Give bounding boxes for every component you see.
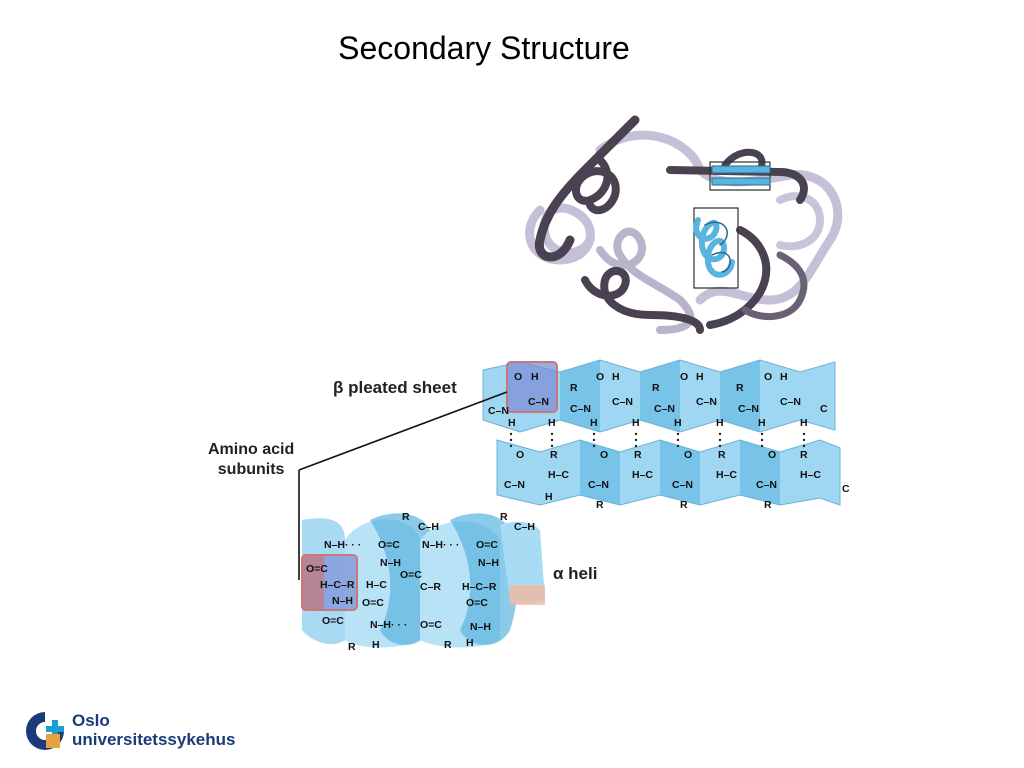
chem-atom: H xyxy=(758,417,766,429)
chem-group: C–N xyxy=(488,405,509,417)
chem-group: C–N xyxy=(738,403,759,415)
chem-group: O=C xyxy=(322,615,344,627)
slide-title: Secondary Structure xyxy=(338,30,630,66)
chem-group: C–N xyxy=(612,396,633,408)
chem-group: H–C–R xyxy=(462,581,497,593)
chem-atom: H xyxy=(674,417,682,429)
chem-atom: R xyxy=(550,449,558,461)
chem-group: N–H· · · xyxy=(422,539,459,551)
chem-atom: C xyxy=(820,403,828,415)
chem-atom: R xyxy=(634,449,642,461)
chem-atom: R xyxy=(680,499,688,511)
chem-atom: R xyxy=(570,382,578,394)
chem-atom: R xyxy=(596,499,604,511)
chem-group: N–H· · · xyxy=(324,539,361,551)
chem-group: O=C xyxy=(476,539,498,551)
chem-atom: H xyxy=(548,417,556,429)
chem-group: H–C xyxy=(800,469,821,481)
chem-atom: O xyxy=(680,371,688,383)
chem-atom: O xyxy=(768,449,776,461)
chem-group: N–H xyxy=(470,621,491,633)
chem-group: H–C xyxy=(366,579,387,591)
chem-atom: O xyxy=(764,371,772,383)
chem-atom: R xyxy=(500,511,508,523)
chem-atom: H xyxy=(590,417,598,429)
chem-atom: H xyxy=(696,371,704,383)
chem-group: C–H xyxy=(514,521,535,533)
chem-atom: H xyxy=(508,417,516,429)
chem-atom: O xyxy=(516,449,524,461)
chem-atom: H xyxy=(780,371,788,383)
chem-atom: H xyxy=(372,639,380,651)
chem-atom: R xyxy=(764,499,772,511)
alpha-helix-label: α heli xyxy=(553,564,598,583)
chem-atom: H xyxy=(466,637,474,649)
amino-acid-subunits-label: Amino acid subunits xyxy=(208,440,294,480)
alpha-helix: N–H· · · O=C N–H· · · O=C R C–H R C–H O=… xyxy=(301,511,545,653)
chem-group: O=C xyxy=(400,569,422,581)
chem-atom: R xyxy=(652,382,660,394)
chem-group: N–H xyxy=(332,595,353,607)
chem-group: O=C xyxy=(466,597,488,609)
protein-ribbon-model xyxy=(525,115,843,334)
logo-line2: universitetssykehus xyxy=(72,730,236,749)
beta-sheet-label: β pleated sheet xyxy=(333,378,457,397)
hydrogen-bonds xyxy=(509,432,806,448)
chem-atom: R xyxy=(736,382,744,394)
chem-group: C–N xyxy=(780,396,801,408)
chem-atom: H xyxy=(545,491,553,503)
logo-line1: Oslo xyxy=(72,711,110,730)
chem-atom: O xyxy=(600,449,608,461)
chem-group: H–C xyxy=(632,469,653,481)
chem-group: H–C–R xyxy=(320,579,355,591)
connector-lines xyxy=(298,391,508,580)
amino-label-line2: subunits xyxy=(217,461,285,478)
chem-atom: R xyxy=(402,511,410,523)
chem-group: N–H xyxy=(478,557,499,569)
amino-label-line1: Amino acid xyxy=(208,441,295,458)
chem-group: C–N xyxy=(654,403,675,415)
chem-group: N–H· · · xyxy=(370,619,407,631)
chem-group: C–N xyxy=(528,396,549,408)
chem-atom: O xyxy=(684,449,692,461)
chem-atom: H xyxy=(716,417,724,429)
chem-group: C–N xyxy=(570,403,591,415)
oslo-logo-icon xyxy=(26,712,64,750)
chem-atom: O xyxy=(596,371,604,383)
logo-text: Oslo universitetssykehus xyxy=(72,711,235,749)
chem-atom: C xyxy=(842,483,850,495)
chem-atom: H xyxy=(632,417,640,429)
chem-group: H–C xyxy=(716,469,737,481)
chem-group: O=C xyxy=(362,597,384,609)
chem-group: C–N xyxy=(696,396,717,408)
chem-group: O=C xyxy=(378,539,400,551)
chem-group: H–C xyxy=(548,469,569,481)
chem-group: C–N xyxy=(756,479,777,491)
chem-atom: R xyxy=(718,449,726,461)
chem-atom: H xyxy=(612,371,620,383)
chem-group: C–R xyxy=(420,581,441,593)
chem-atom: R xyxy=(800,449,808,461)
chem-group: C–H xyxy=(418,521,439,533)
chem-group: C–N xyxy=(504,479,525,491)
chem-atom: H xyxy=(531,371,539,383)
chem-atom: R xyxy=(444,639,452,651)
chem-atom: O xyxy=(514,371,522,383)
beta-pleated-sheet: O H O H O H O H R R R C–N C–N C–N C–N C–… xyxy=(482,359,850,511)
chem-group: N–H xyxy=(380,557,401,569)
hospital-logo: Oslo universitetssykehus xyxy=(22,708,262,758)
chem-group: C–N xyxy=(588,479,609,491)
chem-atom: R xyxy=(348,641,356,653)
chem-group: O=C xyxy=(420,619,442,631)
chem-group: O=C xyxy=(306,563,328,575)
chem-atom: H xyxy=(800,417,808,429)
chem-group: C–N xyxy=(672,479,693,491)
